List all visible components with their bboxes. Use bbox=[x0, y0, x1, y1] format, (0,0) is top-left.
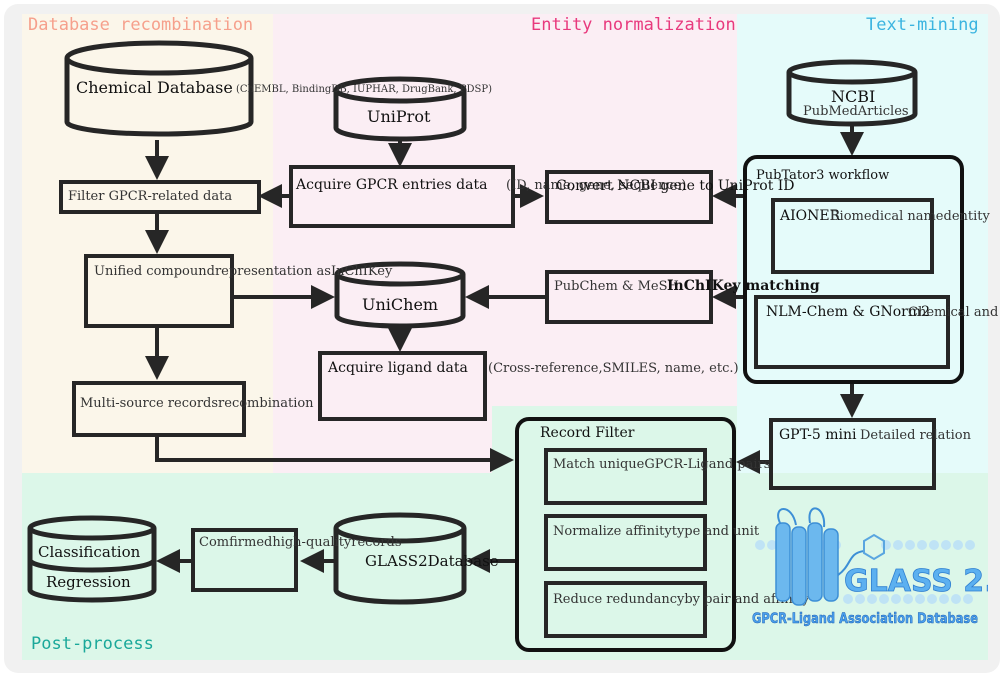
aioner-description: Biomedical namedentity bbox=[830, 209, 990, 224]
pubchem-mesh-label: PubChem & MeSH bbox=[554, 279, 679, 294]
region-title-post-process: Post-process bbox=[31, 634, 154, 654]
ncbi-sublabel: PubMedArticles bbox=[803, 104, 909, 119]
region-title-database-recombination: Database recombination bbox=[28, 15, 254, 35]
glass2-database-label: GLASS2Database bbox=[365, 552, 499, 570]
gpt5-mini-description: Detailed relation bbox=[860, 428, 971, 443]
nlm-chem-description: Chemical and bbox=[908, 305, 999, 320]
region-title-text-mining: Text-mining bbox=[866, 15, 979, 35]
record-filter-label: Record Filter bbox=[540, 425, 635, 441]
gpt5-mini-box bbox=[769, 418, 936, 490]
match-unique-label: Match uniqueGPCR-Ligand pairs bbox=[553, 457, 771, 472]
pubchem-mesh-box bbox=[545, 270, 713, 324]
aioner-box bbox=[771, 198, 934, 274]
acquire-ligand-label: Acquire ligand data bbox=[328, 360, 468, 376]
pubtator-workflow-container bbox=[743, 155, 964, 384]
regression-label: Regression bbox=[46, 573, 131, 591]
record-filter-container bbox=[515, 417, 736, 652]
filter-gpcr-label: Filter GPCR-related data bbox=[68, 189, 233, 204]
convert-ncbi-label: Convert NCBI gene to UniProt ID bbox=[556, 178, 795, 194]
unified-compound-box bbox=[84, 254, 234, 328]
reduce-redundancy-box bbox=[544, 581, 707, 638]
uniprot-label: UniProt bbox=[367, 107, 431, 126]
acquire-gpcr-fields: (ID, name, gene, sequence) bbox=[506, 178, 687, 193]
match-unique-box bbox=[544, 448, 707, 505]
acquire-gpcr-box bbox=[289, 165, 515, 228]
logo-subtitle: GPCR-Ligand Association Database bbox=[752, 611, 978, 627]
normalize-affinity-box bbox=[544, 514, 707, 571]
reduce-redundancy-label: Reduce redundancyby pair and affinity bbox=[553, 592, 810, 607]
inchikey-matching-label: InChIKey matching bbox=[667, 278, 820, 294]
unichem-label: UniChem bbox=[362, 295, 439, 314]
gpcr-helix-icon bbox=[775, 522, 839, 606]
ncbi-label: NCBI bbox=[831, 87, 876, 106]
confirmed-records-box bbox=[191, 528, 298, 592]
confirmed-records-label: Comfirmedhigh-qualityrecords bbox=[199, 535, 402, 550]
convert-ncbi-box bbox=[545, 170, 713, 224]
benzene-ring-icon bbox=[863, 533, 885, 561]
acquire-gpcr-label: Acquire GPCR entries data bbox=[296, 177, 488, 193]
ligand-link-icon bbox=[837, 550, 865, 576]
glass2-logo: GLASS 2.0 GPCR-Ligand Association Databa… bbox=[752, 507, 988, 627]
filter-gpcr-box bbox=[59, 180, 261, 214]
chemical-database-label: Chemical Database bbox=[76, 78, 233, 97]
nlm-chem-label: NLM-Chem & GNorm2 bbox=[766, 304, 931, 320]
region-title-entity-normalization: Entity normalization bbox=[531, 15, 736, 35]
acquire-ligand-box bbox=[318, 351, 487, 421]
normalize-affinity-label: Normalize affinitytype and unit bbox=[553, 524, 760, 539]
classification-label: Classification bbox=[38, 543, 141, 561]
multi-source-box bbox=[72, 381, 246, 437]
nlm-chem-box bbox=[754, 295, 950, 369]
aioner-label: AIONER bbox=[780, 208, 841, 224]
gpt5-mini-label: GPT-5 mini bbox=[779, 427, 857, 443]
acquire-ligand-fields: (Cross-reference,SMILES, name, etc.) bbox=[488, 361, 739, 376]
pubtator-workflow-label: PubTator3 workflow bbox=[756, 168, 890, 183]
multi-source-label: Multi-source recordsrecombination bbox=[80, 396, 314, 411]
logo-title: GLASS 2.0 bbox=[844, 564, 988, 599]
chemical-database-sources: (ChEMBL, BindingDB, IUPHAR, DrugBank, PD… bbox=[236, 84, 493, 95]
unified-compound-label: Unified compoundrepresentation asInChIKe… bbox=[94, 264, 393, 279]
